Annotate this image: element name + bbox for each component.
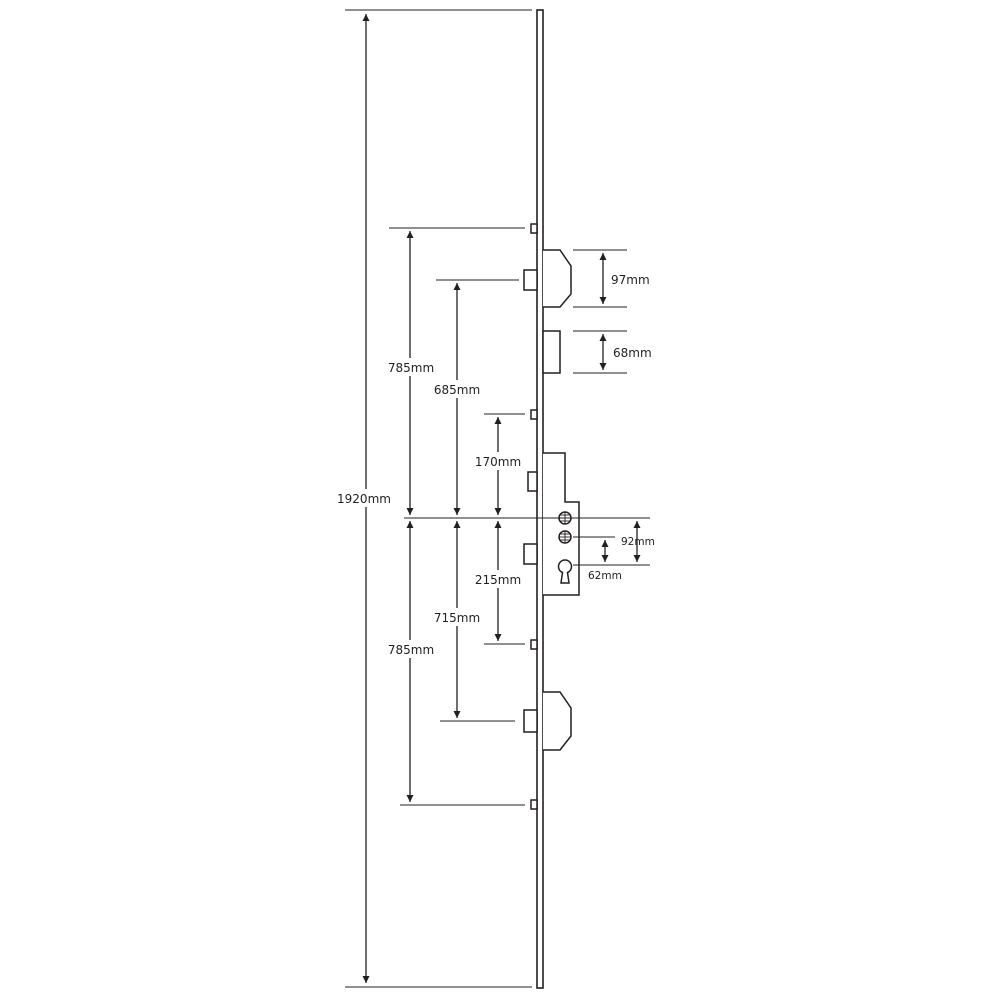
label-upper-roller-to-centre: 785mm xyxy=(388,361,434,375)
lower-hook xyxy=(543,691,572,751)
upper-bolt-cam xyxy=(530,409,538,420)
extension-lines xyxy=(345,9,650,988)
label-upper-hook-to-centre: 685mm xyxy=(434,383,480,397)
label-spindle-to-cylinder: 62mm xyxy=(588,570,622,582)
cylinder-cutout xyxy=(557,559,573,584)
label-deadbolt-height: 68mm xyxy=(613,346,652,360)
lower-roller-cam xyxy=(530,799,538,810)
centre-keeper xyxy=(523,543,538,565)
label-overall-length: 1920mm xyxy=(337,492,391,506)
label-centre-to-lower-hook: 715mm xyxy=(434,611,480,625)
deadbolt xyxy=(542,330,561,374)
latch-keeper xyxy=(527,471,538,492)
spindle-hole-lower xyxy=(558,530,572,544)
dimension-arrows xyxy=(362,14,641,983)
label-centre-to-spindle: 92mm xyxy=(621,536,655,548)
upper-roller-cam xyxy=(530,223,538,234)
label-upper-bolt-to-centre: 170mm xyxy=(475,455,521,469)
faceplate xyxy=(536,9,544,989)
upper-hook xyxy=(543,249,572,308)
label-centre-to-lower-bolt: 215mm xyxy=(475,573,521,587)
label-centre-to-lower-roller: 785mm xyxy=(388,643,434,657)
upper-hook-keeper xyxy=(523,269,538,291)
gearbox-case xyxy=(543,452,580,596)
lower-bolt-cam xyxy=(530,639,538,650)
lower-hook-keeper xyxy=(523,709,538,733)
label-upper-hook-height: 97mm xyxy=(611,273,650,287)
